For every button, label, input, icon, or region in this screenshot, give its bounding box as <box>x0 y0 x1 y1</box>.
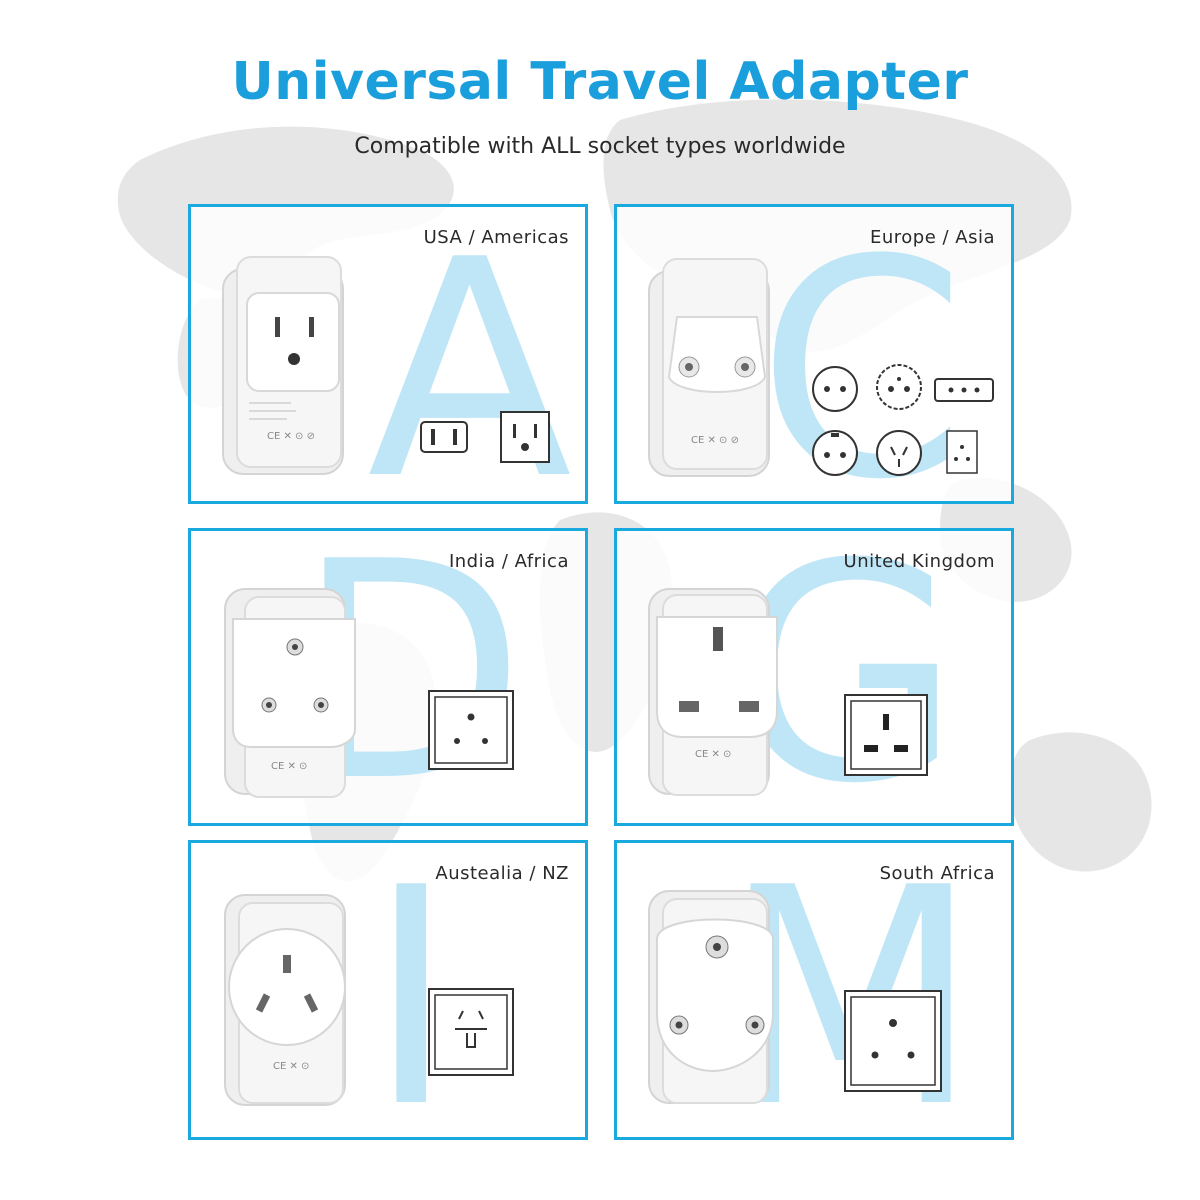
type-e-socket-icon <box>876 364 922 410</box>
page-subtitle: Compatible with ALL socket types worldwi… <box>354 134 846 159</box>
card-india-africa: D India / Africa CE ✕ ⊙ <box>188 528 588 826</box>
svg-text:CE ✕ ⊙ ⊘: CE ✕ ⊙ ⊘ <box>691 435 739 446</box>
region-label: South Africa <box>879 863 995 884</box>
card-south-africa: M South Africa <box>614 840 1014 1140</box>
region-label: United Kingdom <box>843 551 995 572</box>
region-label: Austealia / NZ <box>435 863 569 884</box>
type-g-socket-icon <box>844 694 928 776</box>
card-usa-americas: A USA / Americas CE ✕ ⊙ ⊘ <box>188 204 588 504</box>
type-h-socket-icon <box>876 430 922 476</box>
eu-plug-icon: CE ✕ ⊙ ⊘ <box>648 258 770 477</box>
us-plug-icon: CE ✕ ⊙ ⊘ <box>222 256 344 475</box>
svg-text:CE ✕ ⊙: CE ✕ ⊙ <box>695 749 731 760</box>
region-label: India / Africa <box>448 551 569 572</box>
type-d-socket-icon <box>428 690 514 770</box>
australia-plug-icon: CE ✕ ⊙ <box>224 894 346 1106</box>
india-plug-icon: CE ✕ ⊙ <box>224 588 356 798</box>
type-i-socket-icon <box>428 988 514 1076</box>
type-l-socket-icon <box>946 430 978 474</box>
type-letter: C <box>757 204 967 504</box>
uk-plug-icon: CE ✕ ⊙ <box>648 588 778 796</box>
type-b-socket-icon <box>500 411 550 463</box>
region-label: Europe / Asia <box>869 227 995 248</box>
svg-text:CE ✕ ⊙ ⊘: CE ✕ ⊙ ⊘ <box>267 431 315 442</box>
svg-text:CE ✕ ⊙: CE ✕ ⊙ <box>271 761 307 772</box>
type-m-socket-icon <box>844 990 942 1092</box>
page-title: Universal Travel Adapter <box>231 52 969 112</box>
svg-text:CE ✕ ⊙: CE ✕ ⊙ <box>273 1061 309 1072</box>
south-africa-plug-icon <box>648 890 774 1104</box>
card-europe-asia: C Europe / Asia CE ✕ ⊙ ⊘ <box>614 204 1014 504</box>
type-c-socket-icon <box>812 366 858 412</box>
region-label: USA / Americas <box>423 227 569 248</box>
type-j-socket-icon <box>934 378 994 402</box>
card-united-kingdom: G United Kingdom CE ✕ ⊙ <box>614 528 1014 826</box>
type-a-socket-icon <box>420 421 468 453</box>
card-australia-nz: I Austealia / NZ CE ✕ ⊙ <box>188 840 588 1140</box>
type-f-socket-icon <box>812 430 858 476</box>
